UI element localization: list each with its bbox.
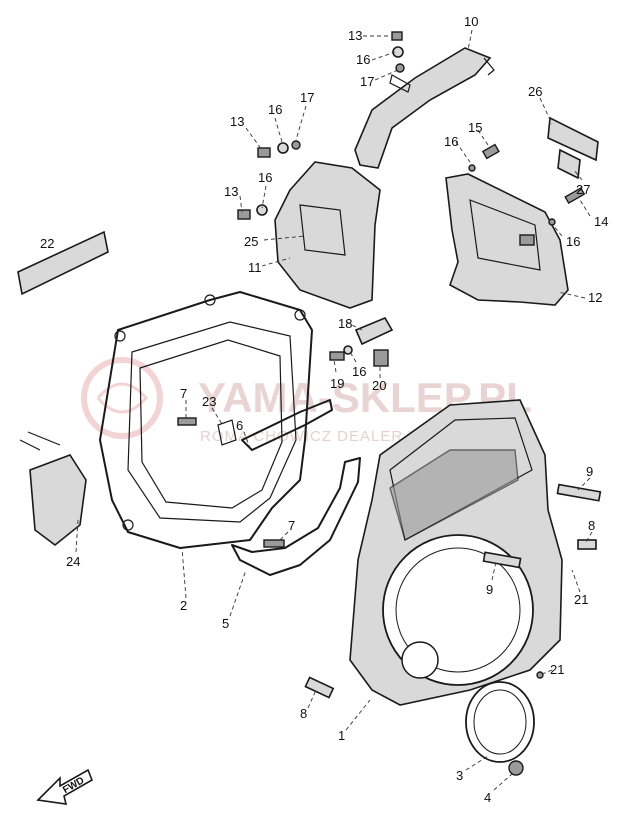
- callout-13: 13: [224, 184, 238, 199]
- callout-17: 17: [360, 74, 374, 89]
- callout-7: 7: [288, 518, 295, 533]
- callout-21: 21: [550, 662, 564, 677]
- callout-16: 16: [444, 134, 458, 149]
- part-5-gasket: [231, 399, 361, 576]
- part-26-27-plates: [547, 116, 599, 180]
- callout-4: 4: [484, 790, 491, 805]
- part-24-bracket: [19, 431, 87, 547]
- callout-16: 16: [356, 52, 370, 67]
- part-3-round-cover: [465, 681, 535, 763]
- callout-18: 18: [338, 316, 352, 331]
- callout-8: 8: [300, 706, 307, 721]
- callout-2: 2: [180, 598, 187, 613]
- watermark-logo-icon: [81, 357, 163, 439]
- callout-7: 7: [180, 386, 187, 401]
- callout-numbers: 13 16 17 10 26 13 16 17 15 16 27 13 16 1…: [40, 14, 608, 805]
- callout-10: 10: [464, 14, 478, 29]
- callout-3: 3: [456, 768, 463, 783]
- part-10-shroud-strip: [354, 47, 495, 169]
- callout-12: 12: [588, 290, 602, 305]
- callout-16: 16: [268, 102, 282, 117]
- callout-6: 6: [236, 418, 243, 433]
- part-1-right-housing: [349, 399, 563, 706]
- callout-17: 17: [300, 90, 314, 105]
- callout-19: 19: [330, 376, 344, 391]
- callout-15: 15: [468, 120, 482, 135]
- forward-direction-arrow-icon: FWD: [36, 768, 94, 805]
- callout-13: 13: [230, 114, 244, 129]
- callout-14: 14: [594, 214, 608, 229]
- bolts-and-screws: [177, 31, 602, 776]
- callout-1: 1: [338, 728, 345, 743]
- callout-21: 21: [574, 592, 588, 607]
- part-2-left-housing: [99, 291, 313, 549]
- callout-24: 24: [66, 554, 80, 569]
- callout-26: 26: [528, 84, 542, 99]
- callout-5: 5: [222, 616, 229, 631]
- leader-lines: [75, 29, 593, 791]
- callout-11: 11: [248, 260, 262, 275]
- part-12-plate: [445, 173, 569, 306]
- part-11-cover-plate: [274, 161, 381, 309]
- callout-25: 25: [244, 234, 258, 249]
- callout-16: 16: [566, 234, 580, 249]
- callout-27: 27: [576, 182, 590, 197]
- callout-9: 9: [586, 464, 593, 479]
- callout-23: 23: [202, 394, 216, 409]
- callout-22: 22: [40, 236, 54, 251]
- callout-8: 8: [588, 518, 595, 533]
- callout-16: 16: [258, 170, 272, 185]
- callout-13: 13: [348, 28, 362, 43]
- callout-16: 16: [352, 364, 366, 379]
- callout-20: 20: [372, 378, 386, 393]
- fwd-label: FWD: [61, 775, 86, 796]
- part-22-label-plate: [17, 230, 109, 296]
- callout-9: 9: [486, 582, 493, 597]
